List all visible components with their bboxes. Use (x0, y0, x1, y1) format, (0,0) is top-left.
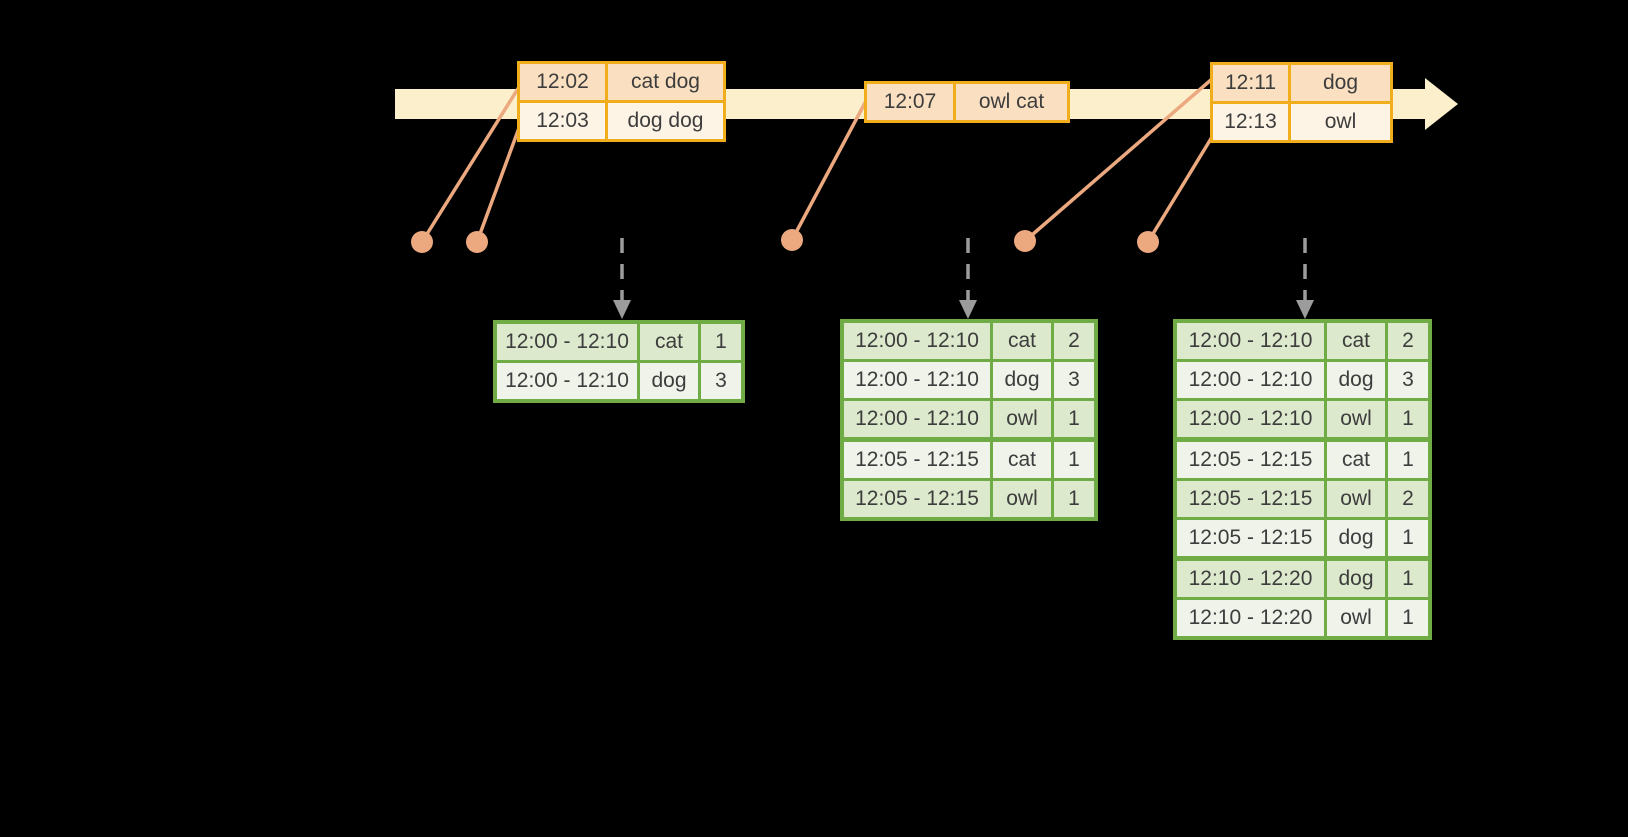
event-words-cell: dog dog (608, 103, 723, 139)
event-marker-dot (781, 229, 803, 251)
event-marker-line (1023, 77, 1214, 243)
result-row: 12:00 - 12:10 owl 1 (1177, 401, 1428, 437)
trigger-down-arrow-icon (613, 238, 631, 319)
count-cell: 1 (1388, 561, 1428, 597)
window-cell: 12:05 - 12:15 (1177, 481, 1324, 517)
count-cell: 2 (1388, 481, 1428, 517)
window-cell: 12:00 - 12:10 (497, 324, 637, 360)
trigger-down-arrow-icon (1296, 238, 1314, 319)
word-cell: dog (1327, 362, 1385, 398)
result-row: 12:05 - 12:15 dog 1 (1177, 520, 1428, 556)
event-marker-line (790, 99, 868, 242)
event-marker-dot (1014, 230, 1036, 252)
word-cell: owl (1327, 401, 1385, 437)
event-marker-line (475, 126, 521, 244)
word-cell: dog (1327, 520, 1385, 556)
event-words-cell: owl (1291, 104, 1390, 140)
result-row: 12:00 - 12:10 owl 1 (844, 401, 1094, 437)
event-marker-dot (1137, 231, 1159, 253)
count-cell: 1 (1388, 401, 1428, 437)
count-cell: 1 (1054, 442, 1094, 478)
trigger-down-arrow-icon (959, 238, 977, 319)
word-cell: owl (993, 481, 1051, 517)
count-cell: 3 (1388, 362, 1428, 398)
result-row: 12:00 - 12:10 dog 3 (497, 363, 741, 399)
event-words-cell: owl cat (956, 84, 1067, 120)
event-time-cell: 12:11 (1213, 65, 1288, 101)
window-cell: 12:00 - 12:10 (844, 362, 990, 398)
result-row: 12:00 - 12:10 dog 3 (844, 362, 1094, 398)
word-cell: owl (1327, 481, 1385, 517)
count-cell: 1 (1388, 520, 1428, 556)
result-table: 12:00 - 12:10 cat 2 12:00 - 12:10 dog 3 … (840, 319, 1098, 521)
result-row: 12:05 - 12:15 owl 2 (1177, 481, 1428, 517)
count-cell: 1 (1388, 442, 1428, 478)
window-cell: 12:10 - 12:20 (1177, 561, 1324, 597)
event-marker-dot (411, 231, 433, 253)
event-words-cell: dog (1291, 65, 1390, 101)
result-table: 12:00 - 12:10 cat 2 12:00 - 12:10 dog 3 … (1173, 319, 1432, 640)
window-cell: 12:00 - 12:10 (1177, 323, 1324, 359)
window-cell: 12:10 - 12:20 (1177, 600, 1324, 636)
count-cell: 2 (1054, 323, 1094, 359)
event-words-cell: cat dog (608, 64, 723, 100)
event-marker-line (420, 85, 521, 244)
word-cell: cat (993, 323, 1051, 359)
word-cell: cat (1327, 323, 1385, 359)
event-table: 12:11 dog 12:13 owl (1210, 62, 1393, 143)
word-cell: cat (993, 442, 1051, 478)
window-cell: 12:00 - 12:10 (844, 323, 990, 359)
window-cell: 12:00 - 12:10 (497, 363, 637, 399)
window-cell: 12:00 - 12:10 (844, 401, 990, 437)
word-cell: dog (993, 362, 1051, 398)
event-time-cell: 12:03 (520, 103, 605, 139)
event-time-cell: 12:02 (520, 64, 605, 100)
count-cell: 2 (1388, 323, 1428, 359)
word-cell: cat (1327, 442, 1385, 478)
result-table: 12:00 - 12:10 cat 1 12:00 - 12:10 dog 3 (493, 320, 745, 403)
event-table: 12:02 cat dog 12:03 dog dog (517, 61, 726, 142)
event-marker-line (1146, 135, 1214, 244)
count-cell: 1 (1054, 481, 1094, 517)
result-row: 12:00 - 12:10 cat 2 (1177, 323, 1428, 359)
count-cell: 3 (1054, 362, 1094, 398)
word-cell: owl (1327, 600, 1385, 636)
event-time-cell: 12:13 (1213, 104, 1288, 140)
window-cell: 12:05 - 12:15 (844, 481, 990, 517)
event-marker-dot (466, 231, 488, 253)
result-row: 12:00 - 12:10 dog 3 (1177, 362, 1428, 398)
window-cell: 12:00 - 12:10 (1177, 362, 1324, 398)
count-cell: 3 (701, 363, 741, 399)
result-row: 12:00 - 12:10 cat 2 (844, 323, 1094, 359)
count-cell: 1 (701, 324, 741, 360)
word-cell: cat (640, 324, 698, 360)
window-cell: 12:05 - 12:15 (1177, 442, 1324, 478)
result-row: 12:05 - 12:15 owl 1 (844, 481, 1094, 517)
window-cell: 12:00 - 12:10 (1177, 401, 1324, 437)
event-table: 12:07 owl cat (864, 81, 1070, 123)
window-cell: 12:05 - 12:15 (844, 442, 990, 478)
window-cell: 12:05 - 12:15 (1177, 520, 1324, 556)
count-cell: 1 (1054, 401, 1094, 437)
result-row: 12:10 - 12:20 owl 1 (1177, 600, 1428, 636)
result-row: 12:00 - 12:10 cat 1 (497, 324, 741, 360)
result-row: 12:10 - 12:20 dog 1 (1177, 561, 1428, 597)
count-cell: 1 (1388, 600, 1428, 636)
event-time-cell: 12:07 (867, 84, 953, 120)
result-row: 12:05 - 12:15 cat 1 (844, 442, 1094, 478)
word-cell: dog (1327, 561, 1385, 597)
result-row: 12:05 - 12:15 cat 1 (1177, 442, 1428, 478)
word-cell: owl (993, 401, 1051, 437)
word-cell: dog (640, 363, 698, 399)
